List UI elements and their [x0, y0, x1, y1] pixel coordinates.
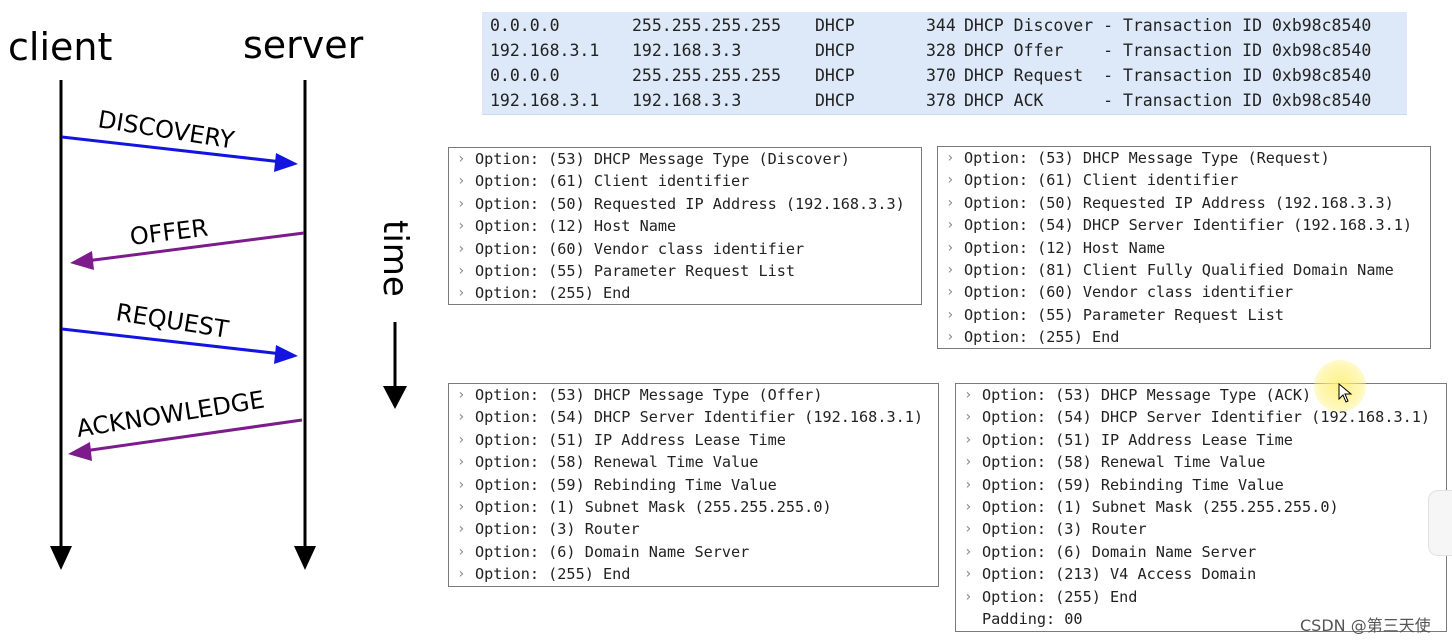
- packet-source: 0.0.0.0: [490, 66, 560, 85]
- packet-protocol: DHCP: [815, 66, 855, 85]
- chevron-right-icon[interactable]: ›: [457, 409, 466, 426]
- packet-length: 328: [926, 41, 956, 60]
- packet-row-discover[interactable]: 0.0.0.0 255.255.255.255 DHCP 344 DHCP Di…: [482, 13, 1407, 38]
- ack-options-panel: ›Option: (53) DHCP Message Type (ACK) ›O…: [955, 383, 1447, 632]
- packet-destination: 192.168.3.3: [632, 91, 742, 110]
- chevron-right-icon[interactable]: ›: [457, 499, 466, 515]
- chevron-right-icon[interactable]: ›: [457, 476, 466, 493]
- packet-protocol: DHCP: [815, 91, 855, 110]
- chevron-right-icon[interactable]: ›: [946, 262, 955, 278]
- discovery-arrow: [61, 135, 283, 164]
- packet-source: 0.0.0.0: [490, 16, 560, 35]
- chevron-right-icon[interactable]: ›: [964, 499, 973, 515]
- packet-length: 378: [926, 91, 956, 110]
- chevron-right-icon[interactable]: ›: [964, 521, 973, 538]
- acknowledge-arrow: [83, 418, 303, 453]
- chevron-right-icon[interactable]: ›: [457, 387, 466, 403]
- time-arrowhead: [383, 386, 407, 409]
- chevron-right-icon[interactable]: ›: [946, 194, 955, 211]
- chevron-right-icon[interactable]: ›: [457, 543, 466, 560]
- client-lifeline-arrowhead: [50, 546, 72, 570]
- chevron-right-icon[interactable]: ›: [457, 285, 466, 302]
- watermark: CSDN @第三天使: [1300, 616, 1431, 635]
- dhcp-sequence-diagram: client server DISCOVERY OFFER REQUEST AC…: [8, 23, 364, 570]
- chevron-right-icon[interactable]: ›: [457, 218, 466, 235]
- discovery-label: DISCOVERY: [96, 105, 236, 154]
- chevron-right-icon[interactable]: ›: [946, 217, 955, 234]
- mouse-pointer-icon: [1338, 383, 1353, 403]
- offer-arrow: [85, 231, 305, 263]
- chevron-right-icon[interactable]: ›: [457, 454, 466, 471]
- packet-row-offer[interactable]: 192.168.3.1 192.168.3.3 DHCP 328 DHCP Of…: [482, 38, 1407, 63]
- server-label: server: [243, 23, 364, 67]
- chevron-right-icon[interactable]: ›: [946, 239, 955, 256]
- chevron-right-icon[interactable]: ›: [946, 172, 955, 189]
- chevron-right-icon[interactable]: ›: [964, 431, 973, 448]
- discovery-arrowhead: [274, 153, 298, 172]
- packet-length: 370: [926, 66, 956, 85]
- offer-arrowhead: [70, 251, 94, 270]
- chevron-right-icon[interactable]: ›: [457, 173, 466, 190]
- client-label: client: [8, 25, 112, 69]
- packet-row-request[interactable]: 0.0.0.0 255.255.255.255 DHCP 370 DHCP Re…: [482, 63, 1407, 88]
- packet-list: 0.0.0.0 255.255.255.255 DHCP 344 DHCP Di…: [482, 12, 1407, 115]
- chevron-right-icon[interactable]: ›: [964, 454, 973, 471]
- chevron-right-icon[interactable]: ›: [946, 329, 955, 346]
- packet-length: 344: [926, 16, 956, 35]
- packet-row-ack[interactable]: 192.168.3.1 192.168.3.3 DHCP 378 DHCP AC…: [482, 88, 1407, 113]
- chevron-right-icon[interactable]: ›: [946, 306, 955, 323]
- server-lifeline-arrowhead: [294, 546, 316, 570]
- packet-destination: 255.255.255.255: [632, 66, 782, 85]
- packet-info: DHCP Discover - Transaction ID 0xb98c854…: [964, 16, 1372, 35]
- request-arrow: [61, 327, 283, 356]
- chevron-right-icon[interactable]: ›: [946, 284, 955, 301]
- chevron-right-icon[interactable]: ›: [457, 263, 466, 279]
- chevron-right-icon[interactable]: ›: [457, 521, 466, 538]
- request-options-panel: ›Option: (53) DHCP Message Type (Request…: [937, 146, 1431, 349]
- packet-info: DHCP Request - Transaction ID 0xb98c8540: [964, 66, 1372, 85]
- time-axis: time: [375, 220, 415, 409]
- packet-protocol: DHCP: [815, 16, 855, 35]
- chevron-right-icon[interactable]: ›: [964, 387, 973, 403]
- chevron-right-icon[interactable]: ›: [964, 566, 973, 583]
- chevron-right-icon[interactable]: ›: [946, 150, 955, 166]
- packet-info: DHCP ACK - Transaction ID 0xb98c8540: [964, 91, 1372, 110]
- offer-options-panel: ›Option: (53) DHCP Message Type (Offer) …: [448, 383, 939, 587]
- packet-destination: 192.168.3.3: [632, 41, 742, 60]
- packet-destination: 255.255.255.255: [632, 16, 782, 35]
- request-arrowhead: [274, 345, 298, 364]
- acknowledge-label: ACKNOWLEDGE: [75, 386, 267, 443]
- chevron-right-icon[interactable]: ›: [964, 476, 973, 493]
- chevron-right-icon[interactable]: ›: [457, 431, 466, 448]
- chevron-right-icon[interactable]: ›: [964, 409, 973, 426]
- chevron-right-icon[interactable]: ›: [457, 240, 466, 257]
- chevron-right-icon[interactable]: ›: [457, 151, 466, 167]
- packet-protocol: DHCP: [815, 41, 855, 60]
- chevron-right-icon[interactable]: ›: [457, 195, 466, 212]
- time-label: time: [375, 220, 415, 297]
- discover-options-panel: ›Option: (53) DHCP Message Type (Discove…: [448, 147, 922, 305]
- packet-source: 192.168.3.1: [490, 91, 600, 110]
- acknowledge-arrowhead: [68, 442, 92, 461]
- chevron-right-icon[interactable]: ›: [457, 566, 466, 583]
- packet-info: DHCP Offer - Transaction ID 0xb98c8540: [964, 41, 1372, 60]
- packet-source: 192.168.3.1: [490, 41, 600, 60]
- chevron-right-icon[interactable]: ›: [964, 543, 973, 560]
- side-panel-tab[interactable]: [1428, 490, 1452, 556]
- chevron-right-icon[interactable]: ›: [964, 588, 973, 605]
